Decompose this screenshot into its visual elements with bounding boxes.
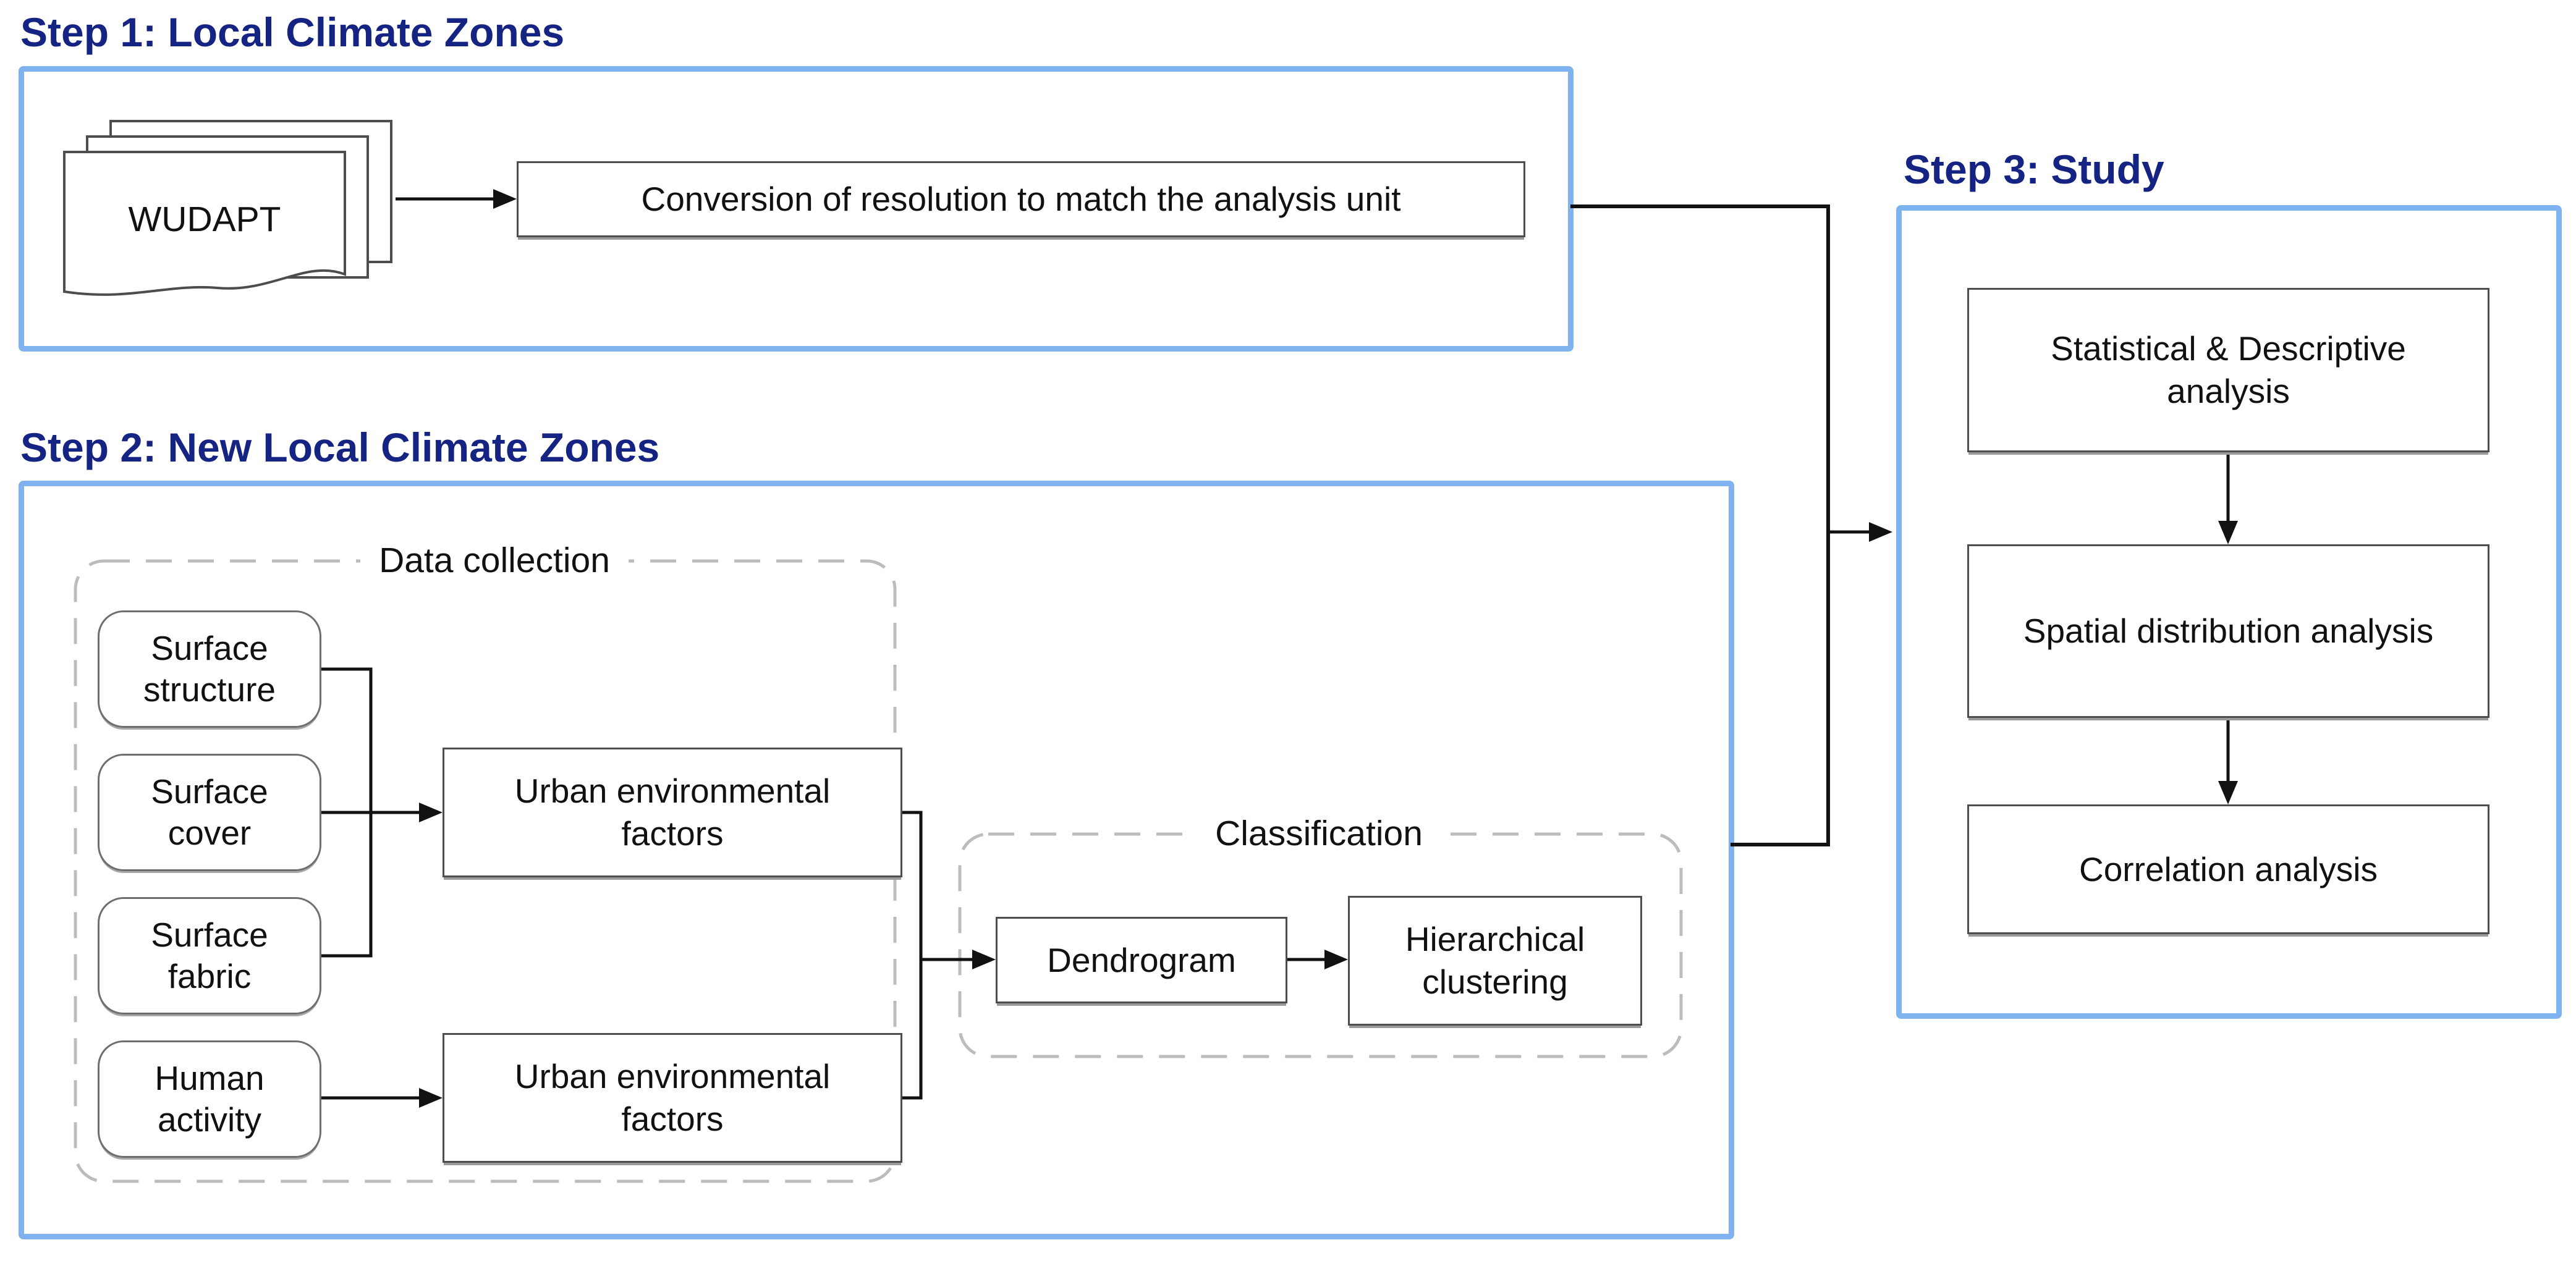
source-box-surface-cover: Surface cover xyxy=(98,754,321,871)
statistical-analysis-box: Statistical & Descriptive analysis xyxy=(1967,288,2489,452)
dendrogram-box: Dendrogram xyxy=(996,917,1287,1003)
source-box-human-activity: Human activity xyxy=(98,1040,321,1158)
factors-box-1: Urban environmental factors xyxy=(443,748,902,877)
step1-title: Step 1: Local Climate Zones xyxy=(20,9,565,55)
source-box-surface-fabric: Surface fabric xyxy=(98,897,321,1014)
clustering-box: Hierarchical clustering xyxy=(1348,896,1642,1026)
factors-box-2: Urban environmental factors xyxy=(443,1033,902,1163)
step3-frame xyxy=(1896,205,2562,1019)
arrow-junction-to-step3 xyxy=(1828,522,1892,542)
spatial-analysis-label: Spatial distribution analysis xyxy=(2023,612,2434,651)
source-label: Surface structure xyxy=(143,628,276,709)
conversion-box: Conversion of resolution to match the an… xyxy=(517,161,1525,237)
statistical-analysis-label: Statistical & Descriptive analysis xyxy=(2051,329,2406,410)
correlation-analysis-label: Correlation analysis xyxy=(2079,850,2378,888)
step3-title: Step 3: Study xyxy=(1904,146,2164,192)
correlation-analysis-box: Correlation analysis xyxy=(1967,804,2489,934)
classification-label: Classification xyxy=(1197,813,1441,854)
clustering-label: Hierarchical clustering xyxy=(1405,920,1585,1001)
factors-box-1-label: Urban environmental factors xyxy=(514,772,831,853)
step2-title: Step 2: New Local Climate Zones xyxy=(20,424,660,470)
conversion-box-label: Conversion of resolution to match the an… xyxy=(641,180,1401,219)
source-label: Surface cover xyxy=(151,772,268,852)
source-label: Surface fabric xyxy=(151,915,268,995)
data-collection-label: Data collection xyxy=(360,540,629,581)
spatial-analysis-box: Spatial distribution analysis xyxy=(1967,544,2489,718)
dendrogram-label: Dendrogram xyxy=(1047,940,1236,979)
factors-box-2-label: Urban environmental factors xyxy=(514,1057,831,1138)
step2-frame xyxy=(19,481,1734,1239)
source-label: Human activity xyxy=(155,1058,265,1139)
source-box-surface-structure: Surface structure xyxy=(98,610,321,728)
